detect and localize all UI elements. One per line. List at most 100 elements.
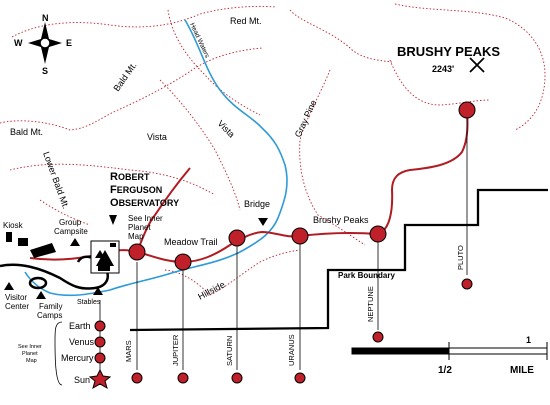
label-kiosk: Kiosk: [3, 221, 24, 230]
planet-pluto-end: [461, 278, 473, 290]
ridge-line: [159, 79, 241, 211]
obs-rest-observatory: BSERVATORY: [119, 198, 180, 208]
ridge-line: [0, 47, 263, 131]
label-venus: Venus: [69, 337, 95, 347]
svg-text:OBSERVATORY: OBSERVATORY: [110, 197, 179, 209]
scale-mile: MILE: [510, 365, 534, 376]
ridge-line: [289, 9, 393, 63]
scale-bar: [351, 342, 548, 360]
creek: [24, 19, 288, 297]
planet-mars-end: [131, 372, 143, 384]
compass-east: E: [66, 38, 72, 48]
planet-earth-marker: [94, 320, 106, 332]
bridge-marker: [258, 218, 268, 226]
ridge-line: [167, 9, 261, 116]
planet-venus-marker: [94, 336, 106, 348]
compass-rose: N S E W: [14, 13, 72, 76]
building-icon: [30, 243, 56, 258]
family-camps-icon: [36, 291, 46, 299]
building-icon: [18, 238, 28, 246]
trail-network: [29, 109, 469, 264]
obs-rest-ferguson: ERGUSON: [117, 185, 163, 195]
ridge-line: [164, 249, 301, 296]
obs-rest-robert: OBERT: [118, 172, 150, 182]
obs-initial-f: F: [110, 184, 117, 196]
main-trail: [29, 109, 469, 264]
planet-uranus-marker: [291, 227, 309, 245]
inner-note-2: Planet: [22, 351, 38, 357]
planet-neptune-end: [372, 331, 384, 343]
label-sun: Sun: [74, 375, 90, 385]
label-stables: Stables: [77, 299, 101, 306]
compass-north: N: [42, 13, 49, 23]
label-bald-mt: Bald Mt.: [10, 127, 43, 137]
label-vista-area: Vista: [147, 132, 167, 142]
label-visitor-center-1: Visitor: [5, 293, 27, 302]
label-head-waters: Head Waters: [188, 22, 211, 60]
observatory-title: ROBERT FERGUSON OBSERVATORY: [110, 171, 179, 209]
label-mars: MARS: [124, 340, 133, 362]
planet-saturn-marker: [228, 229, 246, 247]
label-saturn: SATURN: [225, 336, 234, 366]
label-family-camps-2: Camps: [37, 311, 62, 320]
inner-planet-bracket: [54, 321, 63, 386]
planet-uranus-end: [294, 372, 306, 384]
planet-saturn-end: [231, 372, 243, 384]
label-park-boundary: Park Boundary: [338, 271, 395, 280]
peak-name: BRUSHY PEAKS: [397, 44, 500, 59]
outer-planet-leaders: [99, 118, 468, 378]
see-inner-label-2: Planet: [128, 223, 151, 232]
scale-half: 1/2: [438, 365, 452, 376]
label-family-camps-1: Family: [39, 302, 63, 311]
compass-west: W: [14, 38, 23, 48]
see-inner-label-3: Map: [128, 232, 144, 241]
sun-marker: [88, 368, 112, 390]
planet-neptune-marker: [369, 225, 387, 243]
inner-note-3: Map: [26, 358, 37, 364]
inner-planet-markers: [88, 320, 112, 390]
ridge-line: [299, 69, 366, 246]
scale-one: 1: [526, 335, 531, 345]
label-visitor-center-2: Center: [5, 302, 29, 311]
label-group-campsite-2: Campsite: [54, 227, 88, 236]
ridge-line: [39, 199, 91, 226]
peak-elevation: 2243': [432, 64, 454, 74]
label-hillside: Hillside: [196, 279, 226, 301]
peak-marker: [469, 57, 485, 73]
kiosk-icon: [6, 232, 12, 242]
label-bridge: Bridge: [244, 199, 270, 209]
compass-center: [39, 37, 51, 49]
spur-trail: [136, 167, 191, 253]
planet-jupiter-end: [177, 372, 189, 384]
label-bald-mt-upper: Bald Mt.: [111, 60, 138, 93]
observatory-site: [90, 240, 120, 274]
label-gray-pine: Gray Pine: [293, 98, 319, 139]
label-uranus: URANUS: [287, 334, 296, 366]
camp-loop: [28, 276, 48, 290]
obs-initial-r: R: [110, 171, 118, 183]
label-earth: Earth: [69, 321, 91, 331]
planet-mars-marker: [128, 243, 146, 261]
label-neptune: NEPTUNE: [366, 286, 375, 322]
ridge-line: [11, 5, 276, 38]
ridge-line: [394, 3, 546, 131]
ridge-lines: [0, 3, 546, 296]
label-jupiter: JUPITER: [171, 334, 180, 366]
park-boundary-line: [129, 188, 548, 332]
ridge-line: [389, 59, 491, 106]
see-inner-label-1: See Inner: [128, 214, 163, 223]
label-red-mt: Red Mt.: [230, 16, 262, 26]
label-pluto: PLUTO: [456, 245, 465, 270]
stables-icon: [93, 287, 103, 295]
inner-note-1: See Inner: [18, 344, 42, 350]
label-lower-bald-mt: Lower Bald Mt.: [41, 150, 71, 210]
label-brushy-peaks-trail: Brushy Peaks: [313, 215, 369, 225]
campsite-icon: [70, 238, 80, 246]
planet-mercury-marker: [94, 352, 106, 364]
observatory-pointer: [109, 215, 117, 225]
planet-pluto-marker: [458, 101, 476, 119]
label-meadow-trail: Meadow Trail: [164, 237, 218, 247]
label-mercury: Mercury: [61, 353, 94, 363]
planet-jupiter-marker: [174, 253, 192, 271]
